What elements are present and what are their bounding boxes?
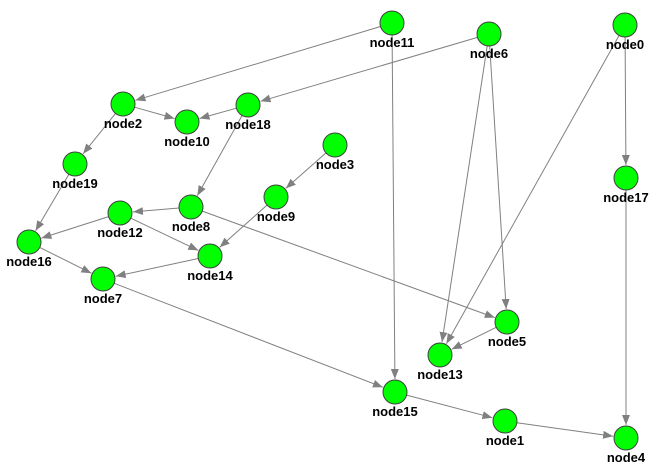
graph-node-node18: node18	[225, 92, 271, 132]
edge-node9-to-node14	[219, 204, 268, 248]
edge-node14-to-node7	[115, 258, 199, 279]
node-circle	[62, 151, 88, 177]
node-circle	[476, 21, 502, 47]
edge-node8-to-node5	[202, 210, 495, 319]
edge-node18-to-node8	[196, 115, 243, 196]
node-layer: node0 node1 node2 node3 node4 node5 node6 node7…	[6, 10, 649, 465]
graph-node-node16: node16	[6, 229, 52, 269]
graph-node-node19: node19	[52, 151, 98, 191]
edge-node3-to-node9	[285, 152, 327, 189]
edge-node18-to-node10	[199, 107, 237, 120]
graph-node-node0: node0	[606, 12, 644, 52]
graph-node-node5: node5	[488, 309, 526, 349]
node-label: node2	[104, 116, 142, 131]
node-circle	[174, 109, 200, 135]
node-circle	[235, 92, 261, 118]
graph-node-node10: node10	[164, 109, 210, 149]
edge-node16-to-node7	[39, 246, 92, 274]
node-label: node17	[603, 190, 649, 205]
node-circle	[263, 184, 289, 210]
edge-node12-to-node16	[41, 216, 109, 239]
edge-node8-to-node12	[132, 207, 180, 216]
node-label: node8	[172, 219, 210, 234]
node-label: node18	[225, 117, 271, 132]
node-label: node6	[470, 46, 508, 61]
node-label: node0	[606, 37, 644, 52]
node-label: node12	[97, 225, 143, 240]
edge-node2-to-node10	[134, 106, 175, 120]
edge-node12-to-node14	[130, 217, 199, 251]
node-circle	[107, 200, 133, 226]
edge-node11-to-node15	[390, 34, 399, 380]
node-label: node9	[257, 209, 295, 224]
edge-node11-to-node2	[135, 26, 381, 102]
node-circle	[612, 12, 638, 38]
node-label: node19	[52, 176, 98, 191]
node-circle	[90, 266, 116, 292]
edge-node6-to-node18	[260, 36, 478, 103]
graph-node-node9: node9	[257, 184, 295, 224]
node-circle	[613, 425, 639, 451]
graph-node-node15: node15	[372, 379, 418, 419]
node-label: node3	[316, 157, 354, 172]
node-label: node4	[607, 450, 646, 465]
node-circle	[16, 229, 42, 255]
graph-node-node3: node3	[316, 132, 354, 172]
edge-node0-to-node17	[621, 36, 630, 166]
node-label: node11	[370, 35, 415, 50]
edge-node2-to-node19	[82, 113, 116, 155]
node-circle	[178, 194, 204, 220]
graph-node-node17: node17	[603, 165, 649, 205]
edge-node0-to-node13	[445, 35, 620, 344]
node-circle	[110, 91, 136, 117]
node-label: node5	[488, 334, 526, 349]
node-label: node10	[164, 134, 210, 149]
edge-node6-to-node5	[489, 45, 510, 310]
node-label: node7	[84, 291, 122, 306]
graph-node-node12: node12	[97, 200, 143, 240]
node-label: node1	[486, 433, 524, 448]
graph-node-node11: node11	[370, 10, 415, 50]
node-circle	[197, 243, 223, 269]
edge-node7-to-node15	[114, 282, 384, 388]
node-label: node14	[187, 268, 233, 283]
node-circle	[613, 165, 639, 191]
graph-node-node6: node6	[470, 21, 508, 61]
graph-node-node14: node14	[187, 243, 234, 283]
node-circle	[322, 132, 348, 158]
node-circle	[382, 379, 408, 405]
node-circle	[427, 342, 453, 368]
graph-node-node13: node13	[417, 342, 463, 382]
node-circle	[494, 309, 520, 335]
node-label: node16	[6, 254, 52, 269]
edge-node1-to-node4	[516, 422, 614, 439]
graph-node-node4: node4	[607, 425, 646, 465]
graph-node-node8: node8	[172, 194, 210, 234]
graph-node-node2: node2	[104, 91, 142, 131]
edge-node6-to-node13	[439, 45, 488, 343]
graph-node-node7: node7	[84, 266, 122, 306]
edge-node5-to-node13	[451, 326, 497, 350]
node-label: node13	[417, 367, 463, 382]
node-circle	[379, 10, 405, 36]
edge-node19-to-node16	[35, 174, 70, 232]
graph-node-node1: node1	[486, 408, 524, 448]
node-label: node15	[372, 404, 418, 419]
node-circle	[492, 408, 518, 434]
edge-layer	[35, 26, 630, 439]
edge-node15-to-node1	[406, 394, 493, 420]
